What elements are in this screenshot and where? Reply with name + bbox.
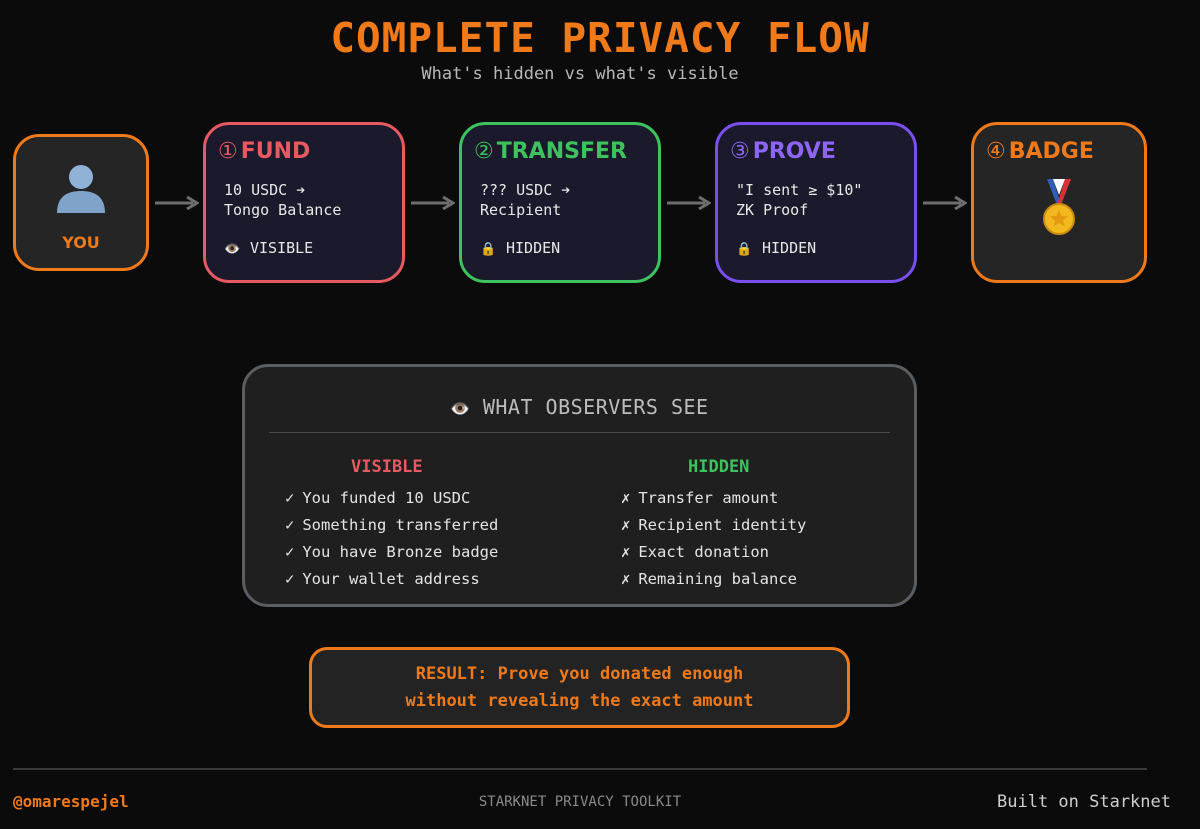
flow-arrow-2	[411, 196, 455, 210]
lock-icon: 🔒	[480, 242, 497, 257]
user-silhouette-icon	[16, 159, 146, 226]
step-line: ??? USDC ➔	[480, 181, 571, 199]
list-item: ✗ Recipient identity	[621, 516, 806, 543]
hidden-heading: HIDDEN	[688, 457, 750, 477]
step-line: "I sent ≥ $10"	[736, 181, 863, 199]
list-item-text: Recipient identity	[638, 516, 807, 534]
cross-icon: ✗	[621, 570, 631, 588]
cross-icon: ✗	[621, 489, 631, 507]
result-line: RESULT: Prove you donated enough	[415, 664, 744, 684]
step-status: 👁️ VISIBLE	[224, 239, 313, 257]
step-number: ③	[730, 139, 750, 164]
check-icon: ✓	[285, 543, 295, 561]
list-item-text: Transfer amount	[638, 489, 779, 507]
footer-divider	[13, 768, 1147, 770]
list-item-text: Remaining balance	[638, 570, 797, 588]
list-item-text: Something transferred	[302, 516, 499, 534]
visible-list: ✓ You funded 10 USDC ✓ Something transferr…	[285, 489, 498, 597]
step-name: PROVE	[752, 139, 836, 164]
list-item: ✓ Your wallet address	[285, 570, 498, 597]
observers-title: 👁️ WHAT OBSERVERS SEE	[245, 395, 914, 419]
step-line: 10 USDC ➔	[224, 181, 306, 199]
status-text: HIDDEN	[762, 239, 817, 257]
status-text: HIDDEN	[506, 239, 561, 257]
check-icon: ✓	[285, 489, 295, 507]
step-number: ④	[986, 139, 1006, 164]
step-status: 🔒 HIDDEN	[480, 239, 560, 257]
result-line: without revealing the exact amount	[405, 691, 754, 711]
status-text: VISIBLE	[250, 239, 314, 257]
observers-panel: 👁️ WHAT OBSERVERS SEE VISIBLE HIDDEN ✓ You…	[242, 364, 917, 607]
visible-heading: VISIBLE	[351, 457, 423, 477]
list-item-text: Exact donation	[638, 543, 769, 561]
page-subtitle: What's hidden vs what's visible	[421, 64, 739, 84]
cross-icon: ✗	[621, 543, 631, 561]
lock-icon: 🔒	[736, 242, 753, 257]
list-item-text: Your wallet address	[302, 570, 480, 588]
list-item: ✗ Transfer amount	[621, 489, 806, 516]
step-line: Tongo Balance	[224, 201, 342, 219]
author-handle: @omarespejel	[13, 792, 129, 811]
step-name: BADGE	[1008, 139, 1094, 164]
step-name: FUND	[240, 139, 311, 164]
step-status: 🔒 HIDDEN	[736, 239, 816, 257]
list-item: ✓ You funded 10 USDC	[285, 489, 498, 516]
list-item: ✓ You have Bronze badge	[285, 543, 498, 570]
you-label: YOU	[62, 233, 100, 252]
footer-tagline: STARKNET PRIVACY TOOLKIT	[478, 794, 682, 810]
eye-icon: 👁️	[450, 399, 471, 418]
observers-title-text: WHAT OBSERVERS SEE	[482, 395, 709, 419]
list-item: ✗ Remaining balance	[621, 570, 806, 597]
check-icon: ✓	[285, 516, 295, 534]
flow-arrow-4	[923, 196, 967, 210]
flow-arrow-1	[155, 196, 199, 210]
step-description: "I sent ≥ $10" ZK Proof	[736, 180, 862, 220]
flow-arrow-3	[667, 196, 711, 210]
built-on-label: Built on Starknet	[997, 792, 1171, 812]
step-line: ZK Proof	[736, 201, 809, 219]
cross-icon: ✗	[621, 516, 631, 534]
flow-node-you: YOU	[13, 134, 149, 271]
list-item: ✗ Exact donation	[621, 543, 806, 570]
step-description: 10 USDC ➔ Tongo Balance	[224, 180, 341, 220]
step-description: ??? USDC ➔ Recipient	[480, 180, 570, 220]
step-number: ①	[218, 139, 238, 164]
list-item-text: You funded 10 USDC	[302, 489, 471, 507]
result-box: RESULT: Prove you donated enough without…	[309, 647, 850, 728]
list-item-text: You have Bronze badge	[302, 543, 499, 561]
step-name: TRANSFER	[496, 139, 627, 164]
step-line: Recipient	[480, 201, 562, 219]
page-title: COMPLETE PRIVACY FLOW	[330, 14, 870, 62]
medal-icon	[974, 179, 1144, 247]
hidden-list: ✗ Transfer amount ✗ Recipient identity ✗ Ex…	[621, 489, 806, 597]
list-item: ✓ Something transferred	[285, 516, 498, 543]
divider	[269, 432, 890, 433]
check-icon: ✓	[285, 570, 295, 588]
step-number: ②	[474, 139, 494, 164]
eye-icon: 👁️	[224, 242, 241, 257]
